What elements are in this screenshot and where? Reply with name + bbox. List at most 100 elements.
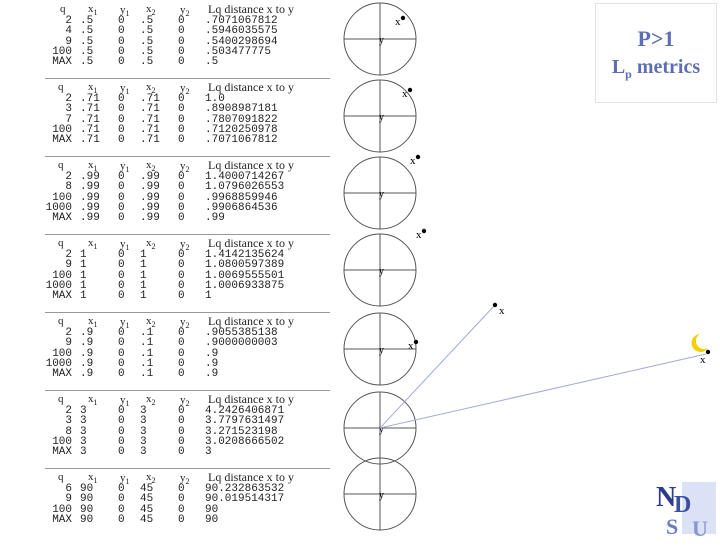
y1-value: 0 <box>118 181 125 194</box>
q-value: MAX <box>52 290 72 303</box>
header-y2-sub: 2 <box>185 321 190 331</box>
header-x1-sub: 1 <box>93 398 98 408</box>
q-value: 1000 <box>45 201 72 214</box>
y1-value: 0 <box>118 201 125 214</box>
x2-value: .5 <box>140 35 154 48</box>
header-x1-letter: x <box>88 237 94 249</box>
header-y2: y2 <box>180 317 190 331</box>
header-y2-letter: y <box>180 160 186 172</box>
x2-value: .99 <box>140 181 160 194</box>
q-value: 9 <box>65 35 72 48</box>
header-x2: x2 <box>146 160 156 174</box>
x-point-marker <box>400 15 406 21</box>
x2-value: .99 <box>140 191 160 204</box>
q-value: 100 <box>52 45 72 58</box>
x1-column: .99.99.99.99.99 <box>80 171 100 224</box>
header-x1: x1 <box>88 82 98 96</box>
block-separator <box>45 468 330 469</box>
header-x1-letter: x <box>88 315 94 327</box>
header-y1-sub: 1 <box>125 399 130 409</box>
title-line1: P>1 <box>637 26 675 51</box>
y2-value: 0 <box>178 56 185 69</box>
distance-value: 1.0796026553 <box>205 181 285 194</box>
logo-letter-u: U <box>692 516 708 540</box>
x1-value: 3 <box>80 425 87 438</box>
y1-value: 0 <box>118 483 125 495</box>
y2-value: 0 <box>178 201 185 214</box>
x1-value: 3 <box>80 435 87 448</box>
header-y2: y2 <box>180 395 190 409</box>
distance-value: 4.2426406871 <box>205 405 285 417</box>
y1-value: 0 <box>118 405 125 417</box>
y1-value: 0 <box>118 45 125 58</box>
x1-value: 1 <box>80 269 87 282</box>
distance-value: 1.0006933875 <box>205 279 285 292</box>
q-value: 3 <box>65 103 72 116</box>
header-x2-letter: x <box>146 3 152 15</box>
distance-value: .9 <box>205 357 219 370</box>
q-value: 9 <box>65 259 72 272</box>
header-x2: x2 <box>146 316 156 330</box>
header-y2-sub: 2 <box>185 477 190 487</box>
header-x1-sub: 1 <box>93 242 98 252</box>
x2-value: .99 <box>140 201 160 214</box>
header-y1-sub: 1 <box>125 165 130 175</box>
header-distance: Lq distance x to y <box>208 392 294 406</box>
q-value: MAX <box>52 134 72 147</box>
distance-column: .7071067812.5946035575.5400298694.503477… <box>205 15 278 68</box>
y2-value: 0 <box>178 103 185 116</box>
x-point-marker <box>413 339 419 345</box>
header-y1: y1 <box>120 5 130 19</box>
x1-value: .99 <box>80 201 100 214</box>
x1-value: .71 <box>80 93 100 105</box>
block-separator <box>45 312 330 313</box>
header-y2-letter: y <box>180 82 186 94</box>
x1-value: .9 <box>80 347 94 360</box>
y1-value: 0 <box>118 15 125 27</box>
q-value: 100 <box>52 347 72 360</box>
x2-value: 45 <box>140 483 154 495</box>
y2-value: 0 <box>178 415 185 428</box>
x1-value: 1 <box>80 249 87 261</box>
header-x1-letter: x <box>88 159 94 171</box>
y1-value: 0 <box>118 425 125 438</box>
y1-value: 0 <box>118 249 125 261</box>
q-value: 2 <box>65 15 72 27</box>
x1-column: .71.71.71.71.71 <box>80 93 100 146</box>
x2-value: .5 <box>140 45 154 58</box>
x1-value: .5 <box>80 15 94 27</box>
x1-value: .9 <box>80 327 94 339</box>
x1-value: .9 <box>80 368 94 381</box>
header-distance: Lq distance x to y <box>208 80 294 94</box>
y1-value: 0 <box>118 113 125 126</box>
y-point-label: y <box>379 424 384 435</box>
x1-value: .99 <box>80 171 100 183</box>
x2-value: 1 <box>140 290 147 303</box>
header-y1-sub: 1 <box>125 243 130 253</box>
x-point-label: x <box>410 155 416 167</box>
title-line2: Lp metrics <box>596 56 716 82</box>
header-y1-letter: y <box>120 472 126 484</box>
projection-line <box>379 304 496 429</box>
x2-value: 3 <box>140 425 147 438</box>
distance-value: 1.4000714267 <box>205 171 285 183</box>
y2-value: 0 <box>178 327 185 339</box>
y1-value: 0 <box>118 503 125 516</box>
y-point-label: y <box>379 345 384 356</box>
y2-value: 0 <box>178 15 185 27</box>
